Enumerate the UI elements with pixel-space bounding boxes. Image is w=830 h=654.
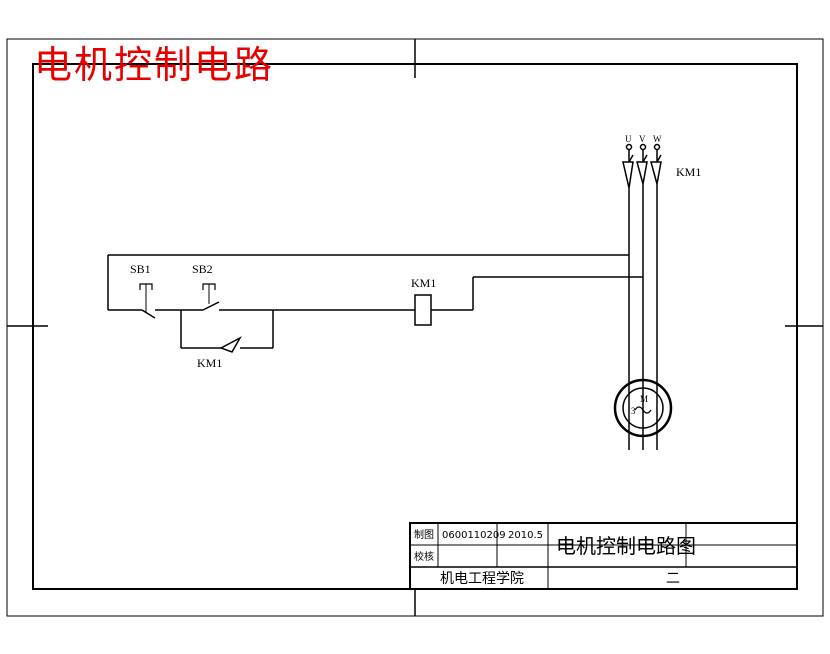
phase-label-v: V <box>639 134 646 144</box>
inner-border <box>32 63 798 590</box>
control-circuit <box>107 254 643 353</box>
power-circuit <box>613 143 673 450</box>
phase-label-w: W <box>653 134 662 144</box>
km1-aux-contact-label: KM1 <box>197 356 222 370</box>
km1-main-contact-label: KM1 <box>676 165 701 179</box>
drawn-id: 0600110209 <box>442 530 506 541</box>
sb2-label: SB2 <box>192 262 213 276</box>
phase-labels: U V W <box>625 134 662 144</box>
title-block <box>409 522 798 590</box>
centering-marks <box>7 39 823 616</box>
drawn-date: 2010.5 <box>508 530 543 541</box>
phase-label-u: U <box>625 134 632 144</box>
page-title: 电机控制电路 <box>34 43 275 87</box>
motor-symbol-3: 3 <box>631 406 636 416</box>
sb1-label: SB1 <box>130 262 151 276</box>
sheet-number: 二 <box>666 571 680 587</box>
motor-symbol-m: M <box>640 394 648 404</box>
drawn-by-label: 制图 <box>414 528 434 541</box>
km1-coil-label: KM1 <box>411 276 436 290</box>
institution-name: 机电工程学院 <box>440 571 524 587</box>
drawing-title: 电机控制电路图 <box>556 534 696 558</box>
checked-by-label: 校核 <box>414 550 434 563</box>
